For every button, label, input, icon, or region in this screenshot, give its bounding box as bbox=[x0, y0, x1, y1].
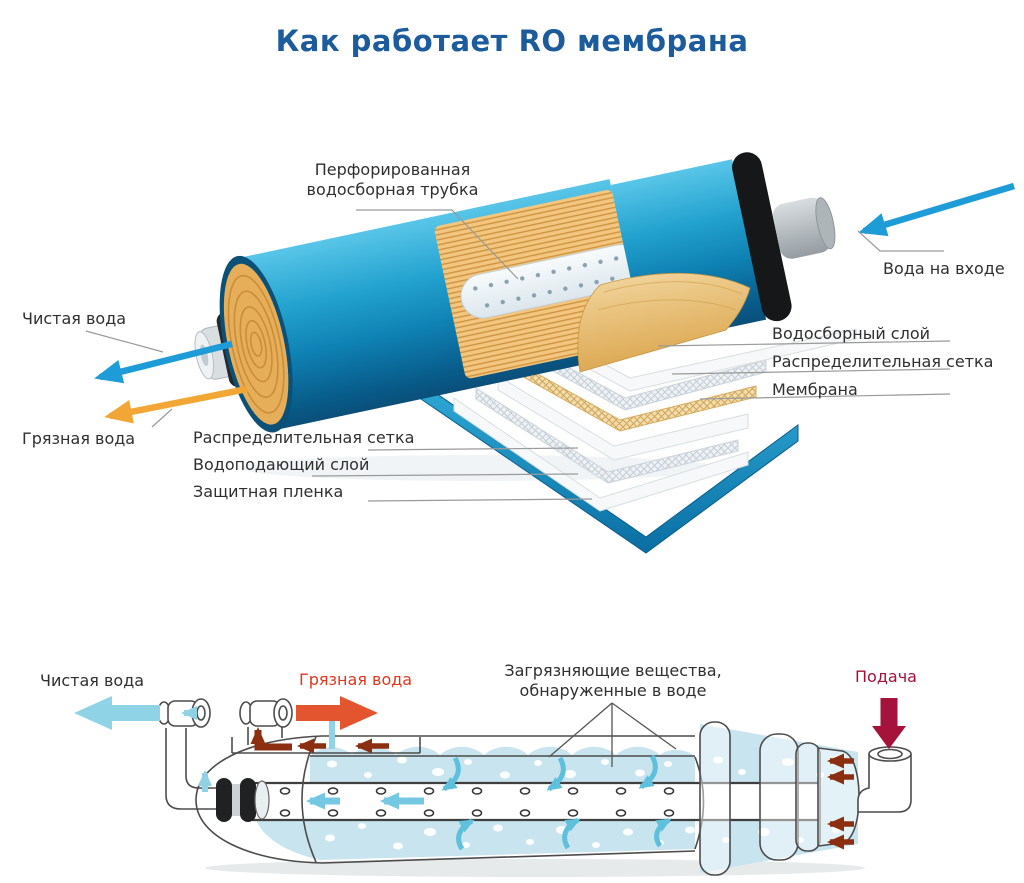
label-contaminants: Загрязняющие вещества, обнаруженные в во… bbox=[468, 661, 758, 701]
feed-arrow bbox=[872, 698, 906, 749]
unrolled-membrane-flap bbox=[577, 272, 751, 373]
label-protective-film: Защитная пленка bbox=[193, 482, 344, 501]
label-membrane: Мембрана bbox=[772, 380, 858, 399]
central-tube-walls bbox=[252, 781, 818, 822]
inlet-stub-end bbox=[815, 197, 836, 250]
label-dirty-water-bottom: Грязная вода bbox=[299, 670, 413, 689]
page-title: Как работает RO мембрана bbox=[275, 24, 749, 58]
brine-elbow-arrow bbox=[250, 727, 292, 751]
mesh-layer-sheet bbox=[475, 387, 739, 484]
dirty-water-arrow-top bbox=[104, 385, 248, 424]
lower-water bbox=[256, 820, 695, 860]
membrane-cross-section bbox=[74, 696, 912, 877]
spiral-face bbox=[223, 263, 289, 425]
label-perforated-tube: Перфорированная водосборная трубка bbox=[285, 160, 500, 200]
label-dirty-water-top: Грязная вода bbox=[22, 429, 136, 448]
feed-layer-sheet bbox=[497, 375, 749, 461]
contaminants-leader-lines bbox=[548, 702, 677, 767]
tube-seal-ring-2 bbox=[240, 778, 256, 822]
permeation-arrows bbox=[441, 754, 672, 851]
dirty-water-arrow-bottom bbox=[296, 696, 378, 730]
leader-lines-top bbox=[85, 209, 951, 502]
label-clean-water-bottom: Чистая вода bbox=[40, 671, 145, 690]
label-contaminants-line1: Загрязняющие вещества, bbox=[504, 661, 722, 680]
inlet-water-arrow bbox=[858, 182, 1015, 237]
label-contaminants-line2: обнаруженные в воде bbox=[519, 681, 707, 700]
label-feed: Подача bbox=[855, 667, 917, 686]
feed-fitting bbox=[857, 746, 912, 813]
label-water-inlet: Вода на входе bbox=[883, 259, 1005, 278]
tube-perforations bbox=[473, 256, 619, 308]
label-distribution-mesh-left: Распределительная сетка bbox=[193, 428, 415, 447]
label-perforated-tube-line1: Перфорированная bbox=[314, 160, 471, 179]
tube-seal-ring-1 bbox=[216, 778, 232, 822]
contaminant-speckles bbox=[325, 755, 842, 850]
clean-water-arrow-top bbox=[94, 340, 233, 384]
inlet-seal-ring bbox=[732, 152, 792, 322]
tube-perforations-bottom bbox=[279, 787, 675, 817]
clean-water-arrow-bottom bbox=[74, 696, 160, 730]
label-collection-layer: Водосборный слой bbox=[772, 324, 931, 343]
label-perforated-tube-line2: водосборная трубка bbox=[306, 180, 479, 199]
tube-end-disc bbox=[254, 780, 270, 820]
spiral-rings bbox=[227, 274, 285, 414]
label-clean-water-top: Чистая вода bbox=[22, 309, 127, 328]
flap-streaks bbox=[597, 281, 743, 311]
white-layer-sheet bbox=[453, 397, 749, 512]
label-distribution-mesh-right: Распределительная сетка bbox=[772, 352, 994, 371]
label-feed-layer: Водоподающий слой bbox=[193, 455, 370, 474]
membrane-exploded-view bbox=[85, 152, 1015, 554]
dirty-water-fitting bbox=[239, 698, 293, 728]
seal-spacer bbox=[232, 784, 242, 816]
brine-flow-arrows bbox=[250, 727, 854, 850]
